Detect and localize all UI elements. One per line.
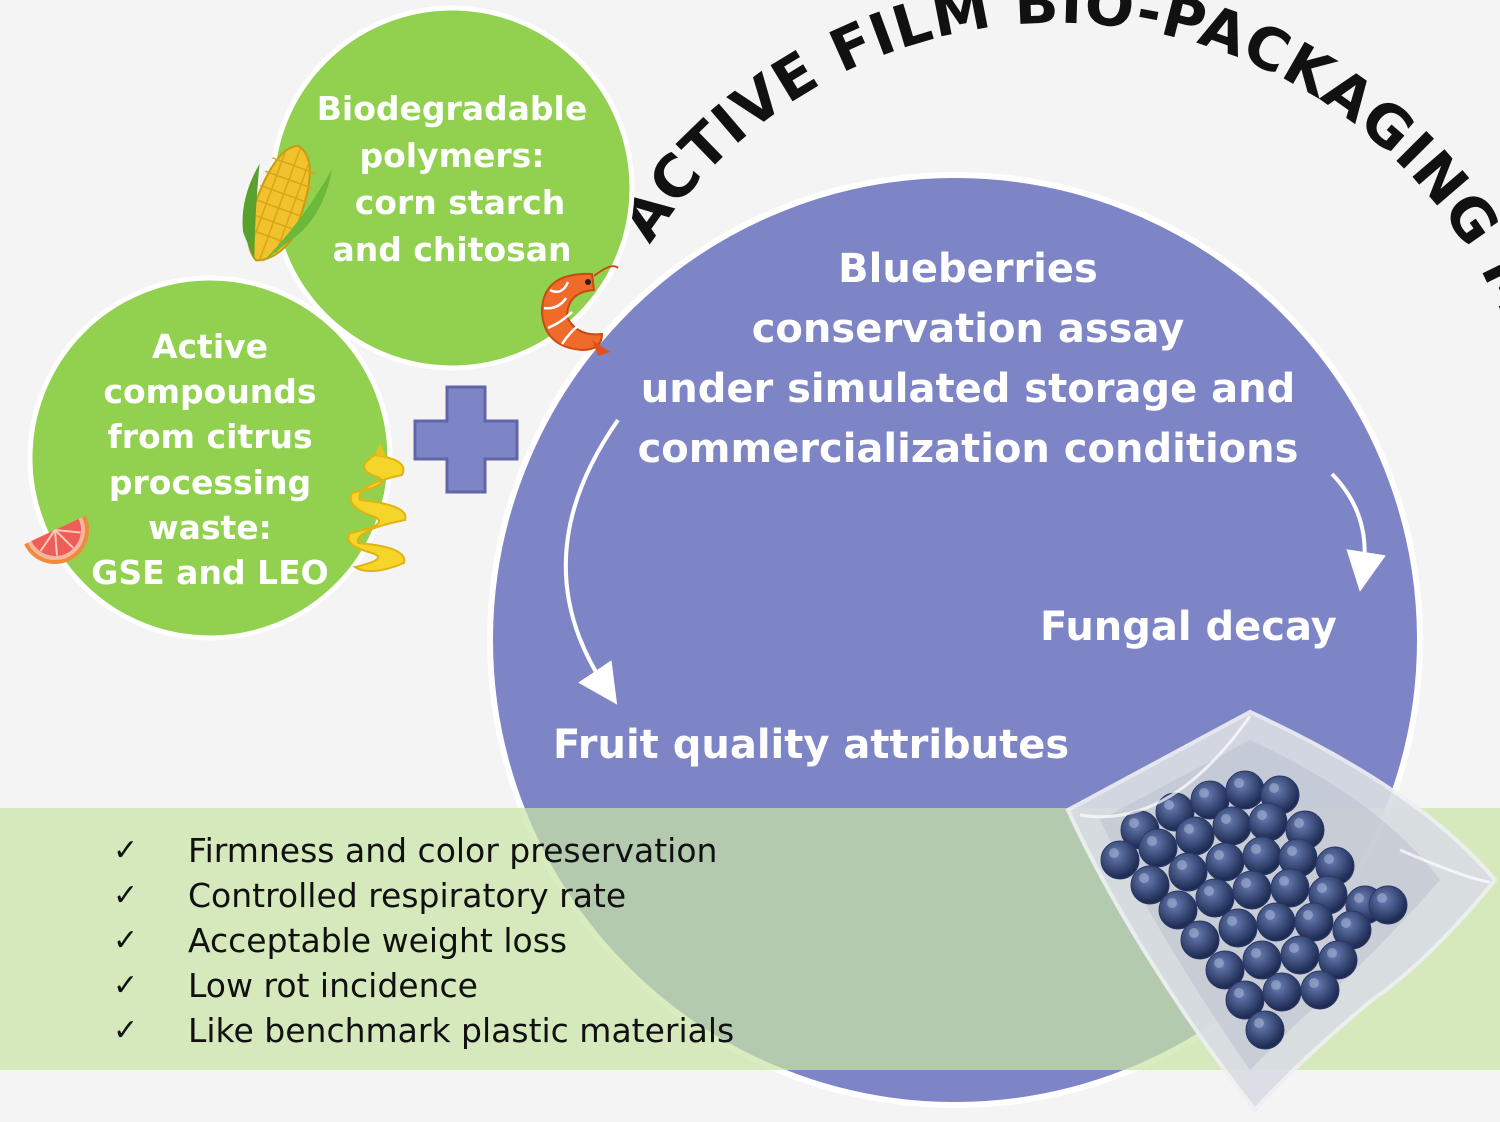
blueberry-highlight <box>1327 948 1337 958</box>
blueberry-highlight <box>1129 818 1139 828</box>
corn-icon <box>242 144 333 263</box>
result-item-3: Acceptable weight loss <box>188 921 567 960</box>
blueberry-bag-image <box>1065 709 1498 1114</box>
blueberry-highlight <box>1324 854 1334 864</box>
blueberry <box>1180 920 1220 960</box>
check-icon: ✓ <box>113 1013 138 1048</box>
blueberry-highlight <box>1354 893 1364 903</box>
blueberry-highlight <box>1241 878 1251 888</box>
assay-line-2: conservation assay <box>752 306 1185 352</box>
blueberry <box>1262 972 1302 1012</box>
arrow-to-fungal-decay <box>1330 472 1386 592</box>
compounds-line-4: processing <box>109 463 311 502</box>
blueberry <box>1218 908 1258 948</box>
blueberry-highlight <box>1227 916 1237 926</box>
check-icon: ✓ <box>113 968 138 1003</box>
assay-line-1: Blueberries <box>838 246 1098 292</box>
shrimp-icon <box>540 265 619 356</box>
blueberry-highlight <box>1341 918 1351 928</box>
blueberry <box>1100 840 1140 880</box>
blueberry <box>1368 885 1408 925</box>
grapefruit-icon <box>24 515 89 564</box>
blueberry <box>1242 836 1282 876</box>
check-icon: ✓ <box>113 878 138 913</box>
blueberry-highlight <box>1289 943 1299 953</box>
plus-icon <box>413 385 519 494</box>
blueberry-highlight <box>1251 948 1261 958</box>
blueberry-highlight <box>1177 860 1187 870</box>
result-item-1: Firmness and color preservation <box>188 831 717 870</box>
blueberry-highlight <box>1317 883 1327 893</box>
blueberry-highlight <box>1234 778 1244 788</box>
lemon-peel-icon <box>347 443 407 573</box>
result-item-4: Low rot incidence <box>188 966 478 1005</box>
check-icon: ✓ <box>113 923 138 958</box>
polymers-line-3: corn starch <box>355 183 566 222</box>
blueberry <box>1138 828 1178 868</box>
blueberry-highlight <box>1189 928 1199 938</box>
assay-line-3: under simulated storage and <box>641 366 1295 412</box>
blueberry <box>1300 970 1340 1010</box>
blueberry <box>1225 770 1265 810</box>
check-icon: ✓ <box>113 833 138 868</box>
blueberry-highlight <box>1265 910 1275 920</box>
blueberry-highlight <box>1251 844 1261 854</box>
compounds-text: Active compounds from citrus processing … <box>91 327 328 592</box>
blueberry <box>1242 940 1282 980</box>
polymers-line-2: polymers: <box>360 136 545 175</box>
blueberry-highlight <box>1234 988 1244 998</box>
blueberries <box>1100 770 1408 1050</box>
results-list: ✓ Firmness and color preservation ✓ Cont… <box>113 831 734 1050</box>
blueberry-highlight <box>1257 810 1267 820</box>
blueberry-highlight <box>1147 836 1157 846</box>
blueberry <box>1248 802 1288 842</box>
compounds-line-6: GSE and LEO <box>91 553 328 592</box>
compounds-line-2: compounds <box>103 372 316 411</box>
fruit-quality-label: Fruit quality attributes <box>553 722 1069 768</box>
compounds-line-5: waste: <box>148 508 272 547</box>
blueberry-highlight <box>1214 958 1224 968</box>
blueberry-highlight <box>1204 886 1214 896</box>
blueberry <box>1294 902 1334 942</box>
blueberry <box>1205 842 1245 882</box>
polymers-text: Biodegradable polymers: corn starch and … <box>317 89 588 269</box>
blueberry-highlight <box>1164 800 1174 810</box>
blueberry-highlight <box>1377 893 1387 903</box>
blueberry-highlight <box>1184 824 1194 834</box>
blueberry-highlight <box>1167 898 1177 908</box>
assay-text: Blueberries conservation assay under sim… <box>638 246 1299 472</box>
blueberry <box>1175 816 1215 856</box>
blueberry <box>1212 806 1252 846</box>
fungal-decay-label: Fungal decay <box>1040 604 1337 650</box>
blueberry-highlight <box>1254 1018 1264 1028</box>
blueberry-highlight <box>1214 850 1224 860</box>
compounds-line-3: from citrus <box>107 417 312 456</box>
compounds-line-1: Active <box>152 327 268 366</box>
blueberry-highlight <box>1199 788 1209 798</box>
blueberry-highlight <box>1221 814 1231 824</box>
blueberry <box>1232 870 1272 910</box>
blueberry-highlight <box>1109 848 1119 858</box>
polymers-line-1: Biodegradable <box>317 89 588 128</box>
blueberry-highlight <box>1294 818 1304 828</box>
blueberry-highlight <box>1309 978 1319 988</box>
blueberry <box>1270 868 1310 908</box>
blueberry-highlight <box>1271 980 1281 990</box>
polymers-line-4: and chitosan <box>332 230 571 269</box>
blueberry-highlight <box>1269 783 1279 793</box>
blueberry <box>1245 1010 1285 1050</box>
result-item-5: Like benchmark plastic materials <box>188 1011 734 1050</box>
blueberry <box>1256 902 1296 942</box>
blueberry-highlight <box>1139 873 1149 883</box>
blueberry-highlight <box>1287 846 1297 856</box>
blueberry <box>1280 935 1320 975</box>
arrow-to-fruit-quality <box>563 418 620 705</box>
result-item-2: Controlled respiratory rate <box>188 876 626 915</box>
blueberry-highlight <box>1279 876 1289 886</box>
assay-line-4: commercialization conditions <box>638 426 1299 472</box>
blueberry-highlight <box>1303 910 1313 920</box>
